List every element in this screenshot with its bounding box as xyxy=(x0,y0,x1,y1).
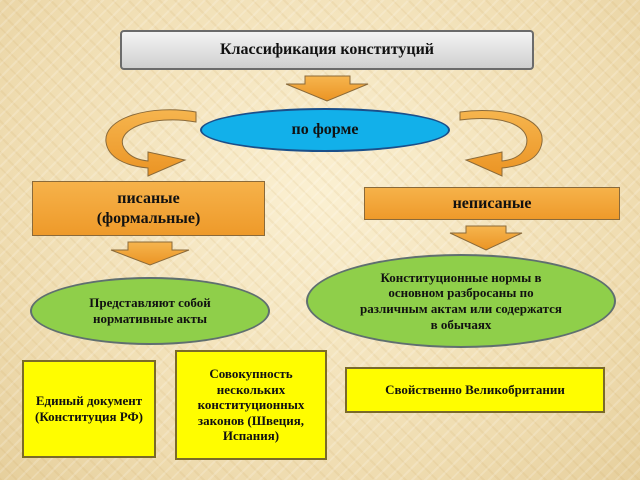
written-formal-label: (формальные) xyxy=(96,209,201,227)
written-description-text: Представляют собой нормативные акты xyxy=(89,295,211,326)
several-laws-text: Совокупность нескольких конституционных … xyxy=(197,366,305,444)
arrow-down-title-icon xyxy=(285,75,369,102)
great-britain-text: Свойственно Великобритании xyxy=(385,382,565,398)
classification-title: Классификация конституций xyxy=(120,30,534,70)
single-document-box: Единый документ (Конституция РФ) xyxy=(22,360,156,458)
curved-arrow-right-icon xyxy=(459,109,543,177)
great-britain-box: Свойственно Великобритании xyxy=(345,367,605,413)
unwritten-description-oval: Конституционные нормы в основном разброс… xyxy=(306,254,616,348)
classification-title-text: Классификация конституций xyxy=(219,41,435,59)
unwritten-label: неписаные xyxy=(452,194,532,212)
by-form-oval: по форме xyxy=(200,108,450,152)
arrow-down-unwritten-icon xyxy=(449,225,523,251)
unwritten-box: неписаные xyxy=(364,187,620,220)
curved-arrow-left-icon xyxy=(105,109,197,177)
unwritten-description-text: Конституционные нормы в основном разброс… xyxy=(360,269,562,332)
written-description-oval: Представляют собой нормативные акты xyxy=(30,277,270,345)
several-laws-box: Совокупность нескольких конституционных … xyxy=(175,350,327,460)
arrow-down-written-icon xyxy=(110,241,190,266)
written-label: писаные xyxy=(117,190,180,208)
by-form-text: по форме xyxy=(291,121,359,139)
single-document-text: Единый документ (Конституция РФ) xyxy=(35,393,143,424)
written-box: писаные (формальные) xyxy=(32,181,265,236)
